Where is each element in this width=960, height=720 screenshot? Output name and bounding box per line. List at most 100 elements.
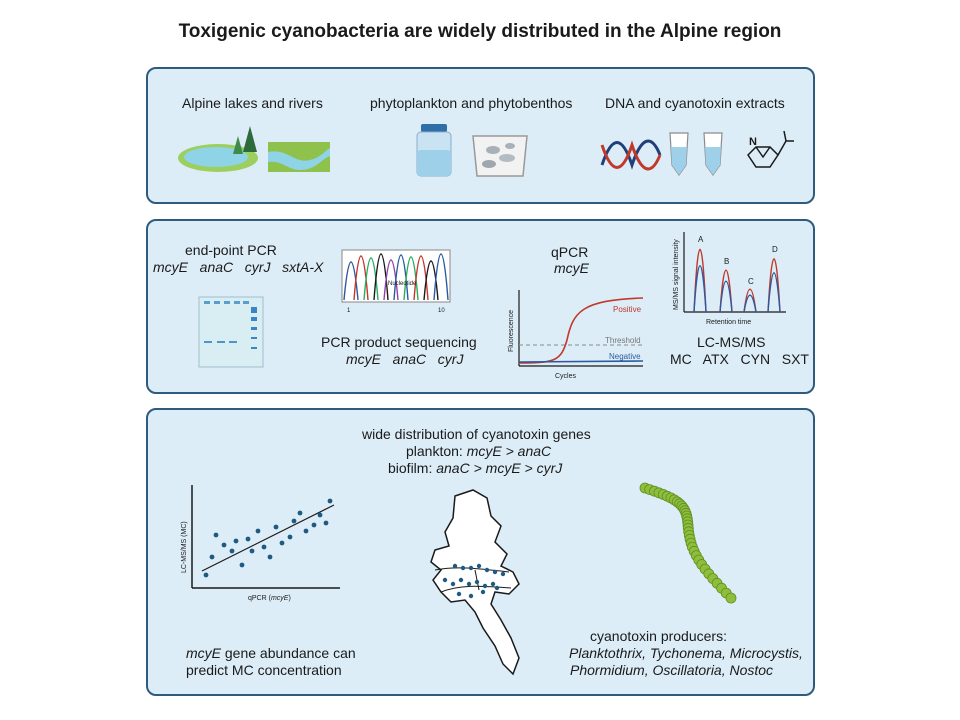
scatter-point xyxy=(273,524,279,530)
sampling-site xyxy=(456,591,462,597)
qpcr-curve-icon: Positive Threshold Negative Fluorescence… xyxy=(508,290,644,380)
small-tree-icon xyxy=(233,136,243,154)
label-producers-line1: Planktothrix, Tychonema, Microcystis, xyxy=(569,645,803,661)
gel-electrophoresis-icon xyxy=(198,296,264,368)
regression-line xyxy=(201,504,335,572)
scatter-point xyxy=(287,534,293,540)
tube-liquid xyxy=(705,147,721,175)
ms-peak-red xyxy=(693,248,707,313)
scatter-point xyxy=(327,498,333,504)
negative-curve xyxy=(518,360,644,363)
gel-well xyxy=(204,301,210,304)
gel-well xyxy=(234,301,240,304)
cyanobacteria-trichome-icon xyxy=(639,482,737,604)
scatter-point xyxy=(239,562,245,568)
scatter-point xyxy=(245,536,251,542)
gel-band xyxy=(229,341,237,343)
lake-river-icon xyxy=(178,126,330,172)
sampling-site xyxy=(450,581,456,587)
gel-band xyxy=(217,341,225,343)
trichome-cell xyxy=(725,592,737,604)
scatter-point xyxy=(323,520,329,526)
sampling-site xyxy=(468,565,474,571)
ms-xlabel: Retention time xyxy=(706,319,751,326)
label-qpcr-gene: mcyE xyxy=(554,260,589,276)
biofilm-prefix: biofilm: xyxy=(388,460,437,476)
scatter-point xyxy=(297,510,303,516)
sampling-site xyxy=(476,563,482,569)
sequence-peak xyxy=(343,261,359,301)
label-pcr-genes: mcyE anaC cyrJ sxtA-X xyxy=(153,259,324,275)
sampling-site xyxy=(494,585,500,591)
sampling-site xyxy=(458,577,464,583)
ms-peak-blue xyxy=(743,294,757,313)
label-producers-line2: Phormidium, Oscillatoria, Nostoc xyxy=(570,662,774,678)
sampling-site xyxy=(500,571,506,577)
label-biofilm: biofilm: anaC > mcyE > cyrJ xyxy=(388,460,562,476)
ms-peak-red xyxy=(743,288,757,313)
label-wide-distribution: wide distribution of cyanotoxin genes xyxy=(362,426,591,442)
scatter-point xyxy=(317,512,323,518)
ms-peak-red xyxy=(719,269,733,313)
sequence-peaks xyxy=(343,253,449,301)
sequence-peak xyxy=(353,255,369,301)
sequence-peak xyxy=(413,255,429,301)
gel-well xyxy=(243,301,249,304)
scatter-ylabel: LC-MS/MS (MC) xyxy=(181,521,188,573)
predict-gene: mcyE xyxy=(186,645,221,661)
label-qpcr: qPCR xyxy=(551,244,589,260)
trichome-cells xyxy=(639,482,737,604)
map-border xyxy=(440,585,512,593)
scatter-point xyxy=(311,522,317,528)
dna-strand xyxy=(600,140,662,171)
figure-title: Toxigenic cyanobacteria are widely distr… xyxy=(178,21,782,42)
sequence-peak xyxy=(423,260,439,301)
scatter-point xyxy=(279,540,285,546)
sampling-site xyxy=(484,567,490,573)
seq-tick-end: 10 xyxy=(438,308,445,314)
sampling-site xyxy=(442,577,448,583)
sequence-peak xyxy=(403,256,419,301)
scatter-point xyxy=(303,528,309,534)
stone xyxy=(482,160,496,168)
scatter-point xyxy=(233,538,239,544)
sampling-site xyxy=(482,583,488,589)
label-lcms-toxins: MC ATX CYN SXT xyxy=(670,351,809,367)
ms-peak-label: A xyxy=(698,235,704,244)
label-producers-title: cyanotoxin producers: xyxy=(590,628,727,644)
scatter-points xyxy=(203,498,333,578)
sampling-site xyxy=(474,579,480,585)
qpcr-xlabel: Cycles xyxy=(555,373,577,380)
dna-tubes-chem-icon: N xyxy=(600,130,794,177)
bottle-cap xyxy=(421,124,447,132)
qpcr-positive-label: Positive xyxy=(613,305,642,314)
tube-liquid xyxy=(671,147,687,175)
gel-well xyxy=(214,301,220,304)
ladder-band xyxy=(251,347,257,349)
gel-well xyxy=(224,301,230,304)
scatter-point xyxy=(209,554,215,560)
scatter-point xyxy=(229,548,235,554)
sampling-site xyxy=(452,563,458,569)
bottle-liquid xyxy=(417,150,451,176)
ms-peak-label: B xyxy=(724,257,729,266)
scatter-point xyxy=(221,542,227,548)
qpcr-threshold-label: Threshold xyxy=(605,336,641,345)
stone xyxy=(486,146,500,154)
label-phytoplankton: phytoplankton and phytobenthos xyxy=(370,95,573,111)
sampling-site xyxy=(460,565,466,571)
scatter-point xyxy=(267,554,273,560)
qpcr-ylabel: Fluorescence xyxy=(508,310,515,352)
stone xyxy=(505,143,515,149)
ms-ylabel: MS/MS signal intensity xyxy=(673,239,680,310)
label-predict-line1: mcyE gene abundance can xyxy=(186,645,356,661)
scatter-plot-icon: LC-MS/MS (MC) qPCR (mcyE) xyxy=(181,485,340,602)
ms-peak-label: D xyxy=(772,245,778,254)
scatter-point xyxy=(261,544,267,550)
alpine-map-icon xyxy=(430,489,520,676)
scatter-point xyxy=(255,528,261,534)
chem-n-label: N xyxy=(749,136,757,148)
ladder-band xyxy=(251,307,257,313)
